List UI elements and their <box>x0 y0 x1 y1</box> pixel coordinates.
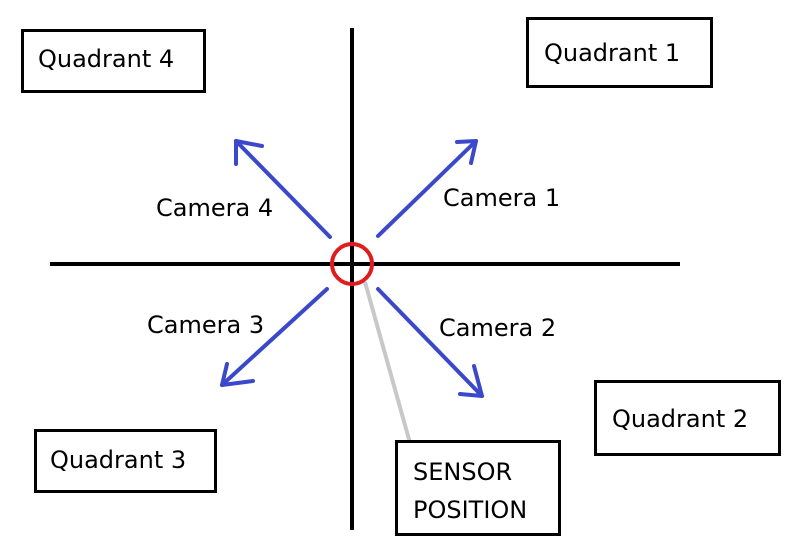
quadrant-2-box: Quadrant 2 <box>594 380 781 456</box>
quadrant-3-box: Quadrant 3 <box>34 429 217 493</box>
sensor-position-box: SENSOR POSITION <box>395 440 561 536</box>
camera-4-label: Camera 4 <box>156 194 274 222</box>
quadrant-1-box: Quadrant 1 <box>526 17 713 88</box>
quadrant-4-box: Quadrant 4 <box>21 29 206 93</box>
camera-2-label: Camera 2 <box>439 314 557 342</box>
quadrant-2-label: Quadrant 2 <box>612 405 749 433</box>
sensor-marker <box>330 242 374 286</box>
camera-1-arrow <box>376 139 478 238</box>
quadrant-1-label: Quadrant 1 <box>544 39 681 67</box>
quadrant-3-label: Quadrant 3 <box>50 446 187 474</box>
quadrant-4-label: Quadrant 4 <box>38 45 175 73</box>
camera-2-arrow <box>376 287 484 398</box>
camera-3-arrow <box>220 287 329 387</box>
camera-1-label: Camera 1 <box>443 184 561 212</box>
sensor-leader-line <box>363 281 412 444</box>
camera-4-arrow <box>234 139 332 239</box>
camera-3-label: Camera 3 <box>147 311 265 339</box>
